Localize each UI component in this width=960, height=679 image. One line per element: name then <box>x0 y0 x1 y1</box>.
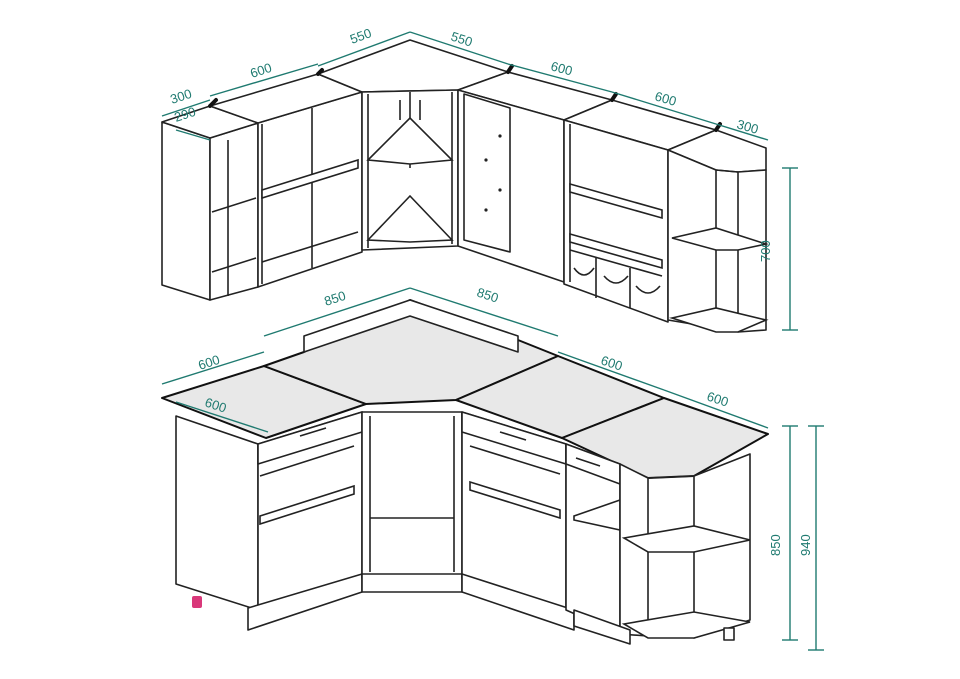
dim-base-left-depth: 600 <box>196 352 221 373</box>
wall-cabinets <box>161 39 770 333</box>
dim-base-corner-left: 850 <box>322 288 347 309</box>
base-cabinet-right-600 <box>461 411 575 631</box>
dim-wall-end-depth: 300 <box>735 116 760 136</box>
wall-cabinet-right-600-a <box>457 71 613 283</box>
dim-wall-corner-right: 550 <box>449 29 474 50</box>
dim-base-height-body: 850 <box>768 534 783 556</box>
dim-wall-right-width-2: 600 <box>653 88 678 108</box>
dim-wall-left-width: 600 <box>248 60 273 81</box>
base-cabinet-left <box>175 411 363 631</box>
base-cabinets <box>161 299 769 645</box>
wall-cabinet-left-narrow <box>161 105 259 301</box>
dim-wall-right-width-1: 600 <box>549 58 574 78</box>
dim-wall-left-depth-inner: 290 <box>172 104 197 125</box>
dim-wall-corner-left: 550 <box>348 25 374 47</box>
dim-base-corner-right: 850 <box>475 285 500 306</box>
dim-base-height-total: 940 <box>798 534 813 556</box>
base-cabinet-corner <box>361 411 463 593</box>
wall-cabinet-end-open <box>667 129 770 333</box>
dim-base-right-width-1: 600 <box>599 353 624 374</box>
adjustable-foot-accent <box>192 596 202 608</box>
base-cabinet-end <box>565 443 751 645</box>
dim-base-right-width-2: 600 <box>705 389 730 410</box>
dimension-lines <box>161 31 824 651</box>
dim-wall-height: 700 <box>758 240 773 262</box>
wall-cabinet-left-600 <box>209 73 363 288</box>
wall-cabinet-right-600-b <box>563 99 717 323</box>
dimension-labels: 300 290 600 550 550 600 600 300 700 850 … <box>168 25 813 556</box>
dim-base-left-width: 600 <box>203 395 228 416</box>
dim-wall-left-depth-outer: 300 <box>168 86 193 107</box>
